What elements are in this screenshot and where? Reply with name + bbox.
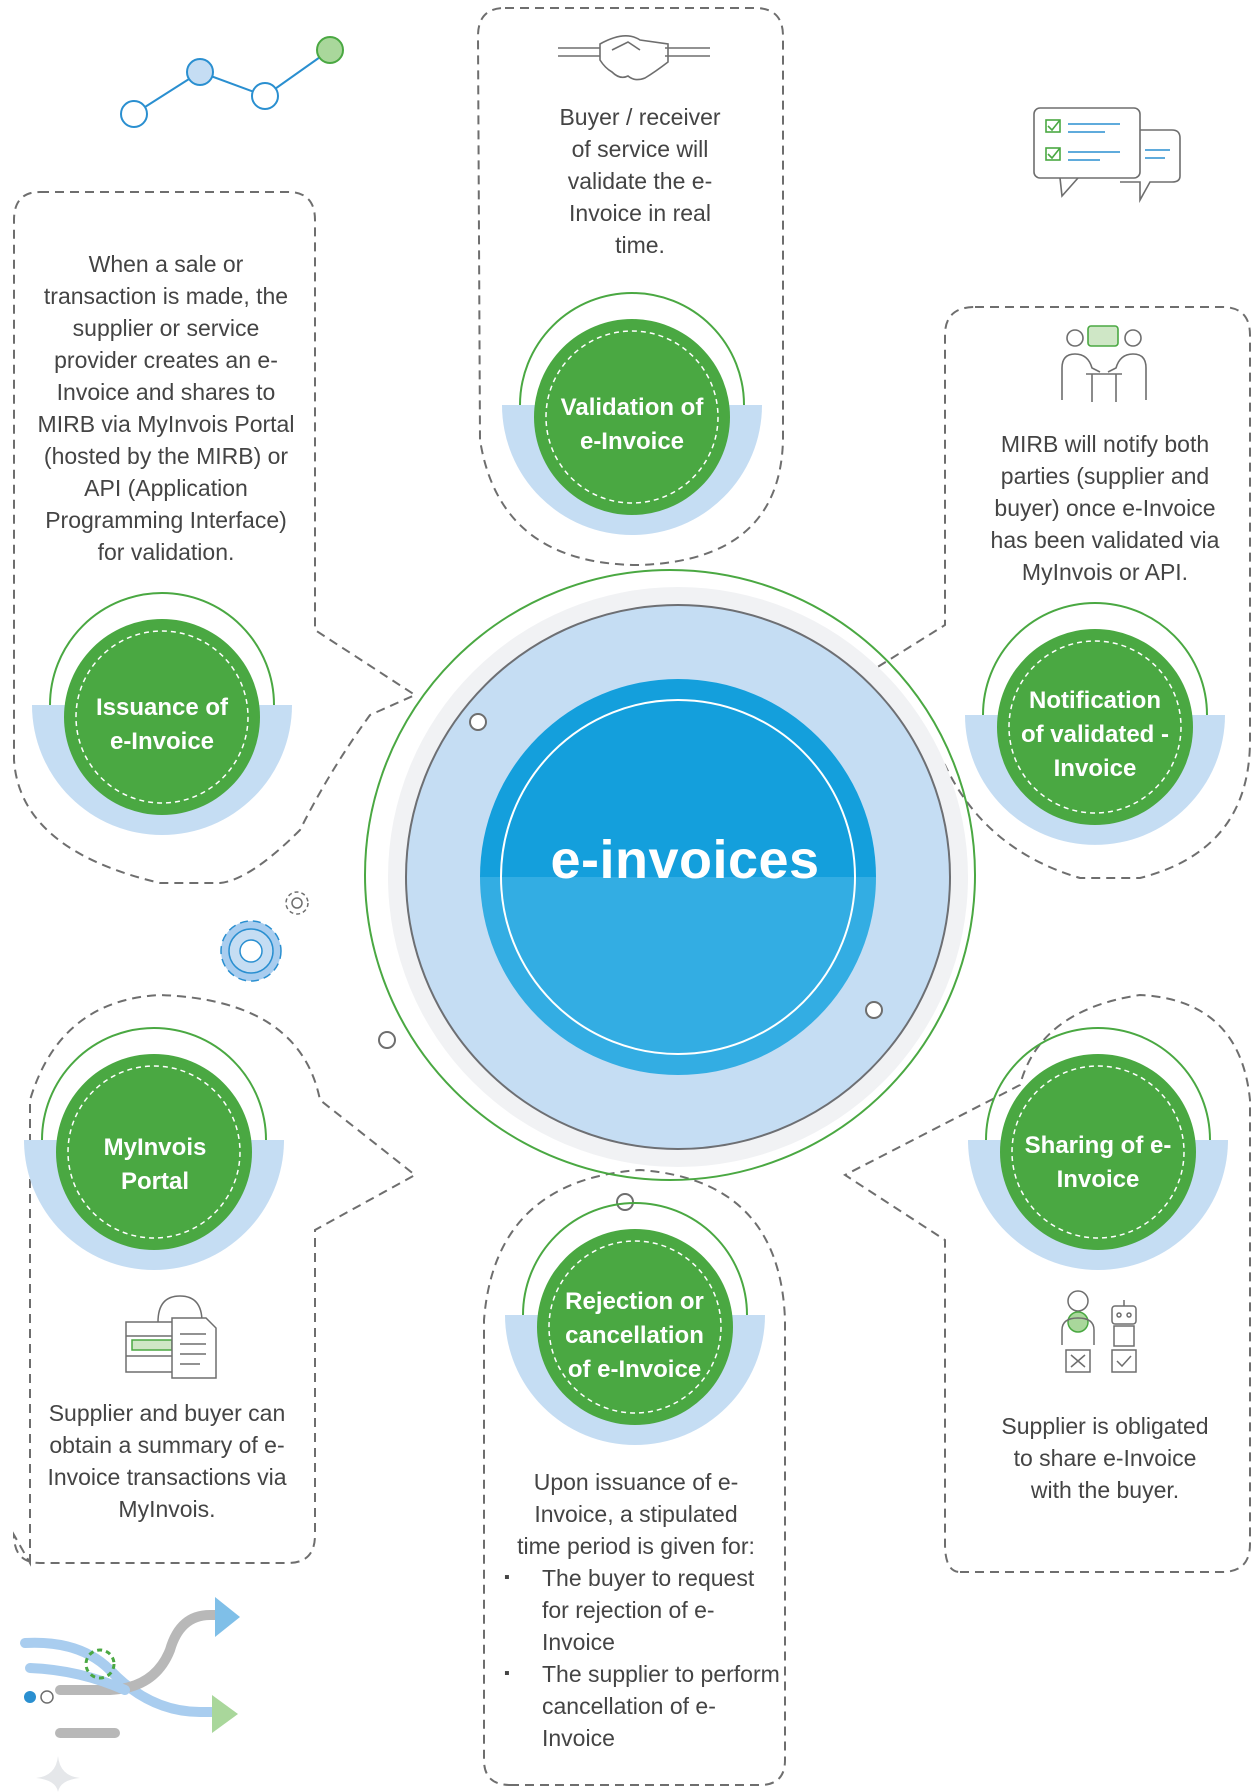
issuance-frame — [13, 191, 418, 884]
network-dots-icon — [120, 36, 344, 128]
validation-label: Validation of e-Invoice — [560, 394, 704, 455]
badge-arc — [522, 1202, 748, 1316]
robots-icon — [1061, 1290, 1137, 1373]
rejection-label: Rejection or cancellation of e-Invoice — [565, 1288, 704, 1383]
arrow-head-blue — [215, 1597, 240, 1637]
rejection-bullets: The buyer to request for rejection of e-… — [500, 1562, 780, 1754]
badge-arc — [519, 292, 745, 406]
handshake-icon — [558, 35, 710, 81]
flow-arrows-icon — [20, 1610, 220, 1738]
validation-badge — [502, 292, 762, 535]
validation-description: Buyer / receiver of service will validat… — [559, 104, 721, 258]
badge-arc — [41, 1027, 267, 1141]
badge-dash-ring — [1011, 1065, 1185, 1239]
chat-checklist-icon — [1033, 107, 1181, 204]
rejection-description: Upon issuance of e-Invoice, a stipulated… — [517, 1469, 755, 1559]
arrow-head-green — [212, 1695, 238, 1733]
badge-circle — [1000, 1054, 1196, 1250]
sharing-badge — [968, 1027, 1228, 1270]
badge-dash-ring — [67, 1065, 241, 1239]
badge-dash-ring — [75, 630, 249, 804]
portal-badge — [24, 1027, 284, 1270]
documents-icon — [125, 1295, 217, 1379]
flow-dot — [24, 1691, 36, 1703]
badge-arc — [985, 1027, 1211, 1141]
portal-label: MyInvois Portal — [103, 1134, 207, 1195]
sharing-frame — [843, 993, 1251, 1573]
issuance-description: When a sale or transaction is made, the … — [37, 251, 295, 565]
sharing-label: Sharing of e-Invoice — [1024, 1132, 1172, 1193]
notification-label: Notification of validated -Invoice — [1020, 687, 1170, 782]
badge-dash-ring — [545, 330, 719, 504]
rejection-bullet: The supplier to perform cancellation of … — [500, 1658, 780, 1754]
portal-frame — [12, 993, 417, 1567]
badge-circle — [64, 619, 260, 815]
meeting-icon — [1061, 325, 1147, 402]
issuance-badge — [32, 592, 292, 835]
badge-circle — [56, 1054, 252, 1250]
flow-gear-icon — [84, 1648, 116, 1680]
sparkle-icon — [36, 1756, 80, 1792]
core-inner-ring — [500, 699, 856, 1055]
ring-dot — [469, 713, 487, 731]
notification-badge — [965, 602, 1225, 845]
badge-dash-ring — [548, 1240, 722, 1414]
badge-dash-ring — [1008, 640, 1182, 814]
issuance-label: Issuance of e-Invoice — [95, 694, 229, 755]
rejection-frame — [483, 1168, 786, 1786]
badge-circle — [537, 1229, 733, 1425]
portal-description: Supplier and buyer can obtain a summary … — [47, 1400, 287, 1522]
outer-green-ring — [364, 569, 976, 1181]
sharing-description: Supplier is obligated to share e-Invoice… — [1001, 1413, 1209, 1503]
ring-dot — [378, 1031, 396, 1049]
ring-dot — [616, 1193, 634, 1211]
center-title: e-invoices — [550, 830, 820, 890]
badge-arc — [982, 602, 1208, 716]
notification-description: MIRB will notify both parties (supplier … — [990, 431, 1220, 585]
rejection-badge — [505, 1202, 765, 1445]
gear-icon — [220, 891, 309, 982]
rejection-bullet: The buyer to request for rejection of e-… — [500, 1562, 780, 1658]
ring-dot — [865, 1001, 883, 1019]
flow-dot — [40, 1690, 54, 1704]
badge-arc — [49, 592, 275, 706]
notification-frame — [858, 306, 1251, 879]
badge-circle — [997, 629, 1193, 825]
badge-circle — [534, 319, 730, 515]
